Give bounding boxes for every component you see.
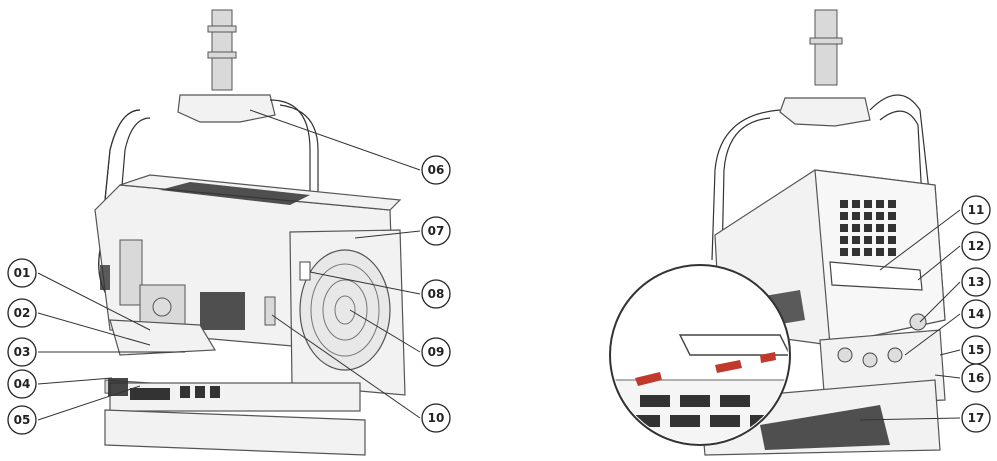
control-panel-left	[109, 382, 361, 412]
left-fixture	[94, 9, 406, 456]
svg-text:10: 10	[428, 411, 445, 425]
svg-text:16: 16	[968, 371, 985, 385]
callout-06: 06	[421, 155, 451, 185]
filter-mesh	[760, 405, 890, 450]
callouts: 01 02 03 04 05 06 07 08 09 10 11 12 13 1…	[7, 155, 991, 435]
callout-05: 05	[7, 405, 37, 435]
psu-box-left	[104, 409, 366, 456]
svg-text:03: 03	[14, 345, 31, 359]
svg-text:11: 11	[968, 203, 985, 217]
callout-07: 07	[421, 216, 451, 246]
callout-08: 08	[421, 279, 451, 309]
svg-text:17: 17	[968, 411, 985, 425]
svg-text:13: 13	[968, 275, 985, 289]
svg-text:06: 06	[428, 163, 445, 177]
callout-11: 11	[961, 195, 991, 225]
svg-text:04: 04	[14, 377, 31, 391]
svg-text:05: 05	[14, 413, 31, 427]
callout-17: 17	[961, 403, 991, 433]
yoke-clamp-right	[779, 97, 871, 127]
svg-text:02: 02	[14, 306, 31, 320]
callout-14: 14	[961, 299, 991, 329]
yoke-clamp-left	[177, 94, 276, 123]
svg-text:07: 07	[428, 224, 445, 238]
spigot-right	[814, 9, 838, 86]
svg-text:08: 08	[428, 287, 445, 301]
svg-text:14: 14	[968, 307, 985, 321]
svg-text:09: 09	[428, 345, 445, 359]
callout-13: 13	[961, 267, 991, 297]
svg-text:01: 01	[14, 266, 31, 280]
leader-lines	[37, 109, 961, 421]
callout-16: 16	[961, 363, 991, 393]
svg-text:12: 12	[968, 239, 985, 253]
callout-10: 10	[421, 403, 451, 433]
fresnel-lens	[299, 249, 391, 371]
callout-09: 09	[421, 337, 451, 367]
focus-knob	[264, 296, 276, 326]
spigot-left	[211, 9, 233, 91]
callout-03: 03	[7, 337, 37, 367]
right-fixture	[609, 9, 946, 456]
callout-15: 15	[961, 335, 991, 365]
callout-04: 04	[7, 369, 37, 399]
callout-12: 12	[961, 231, 991, 261]
callout-01: 01	[7, 258, 37, 288]
callout-02: 02	[7, 298, 37, 328]
svg-text:15: 15	[968, 343, 985, 357]
rear-handle	[829, 261, 923, 291]
